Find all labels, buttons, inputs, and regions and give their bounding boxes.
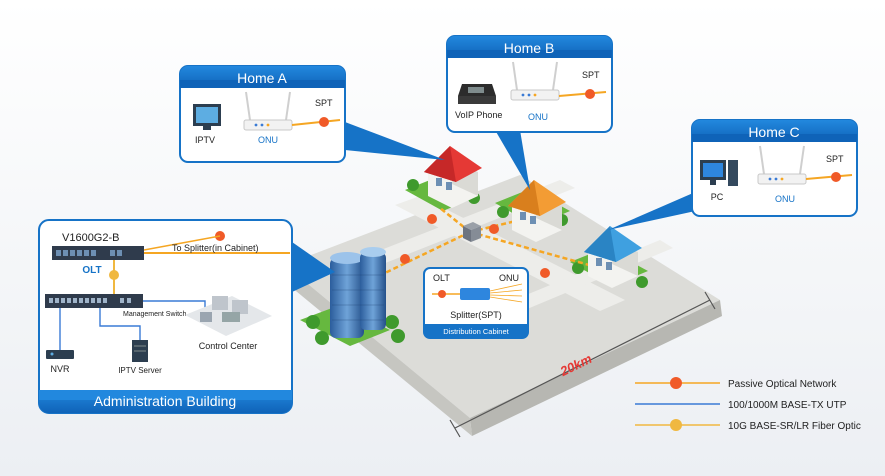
admin-title: Administration Building [94, 393, 236, 409]
server-icon [132, 340, 148, 362]
cabinet-onu: ONU [499, 273, 519, 283]
onu-router-icon [757, 145, 807, 185]
control-center-icon [185, 296, 272, 336]
ground-pon-badges [400, 214, 550, 278]
cabinet-olt: OLT [433, 273, 450, 283]
cabinet-splitter: Splitter(SPT) [450, 310, 502, 320]
home-c-device2: ONU [775, 194, 795, 204]
nvr-icon [46, 350, 74, 359]
onu-router-icon [510, 61, 560, 101]
ground-cabinet [463, 222, 481, 242]
admin-panel: Administration Building V1600G2-B OLT To… [38, 219, 293, 414]
nvr-label: NVR [50, 364, 70, 374]
home-b-title: Home B [504, 40, 555, 56]
pc-icon [700, 160, 738, 186]
home-b-device1: VoIP Phone [455, 110, 502, 120]
legend: Passive Optical Network 100/1000M BASE-T… [635, 377, 861, 432]
legend-item-pon: Passive Optical Network [635, 377, 837, 390]
switch-device-icon [45, 294, 143, 308]
legend-label-fiber: 10G BASE-SR/LR Fiber Optic [728, 421, 861, 432]
control-center-label: Control Center [199, 341, 258, 351]
legend-label-utp: 100/1000M BASE-TX UTP [728, 400, 847, 411]
home-c-device1: PC [711, 192, 724, 202]
home-c-tag: SPT [826, 154, 844, 164]
home-a-device1: IPTV [195, 135, 215, 145]
tv-icon [193, 104, 221, 130]
home-b-device2: ONU [528, 112, 548, 122]
phone-icon [458, 84, 496, 104]
olt-device-icon [52, 246, 144, 260]
home-b-tag: SPT [582, 70, 600, 80]
house-c [584, 226, 642, 288]
legend-item-utp: 100/1000M BASE-TX UTP [635, 400, 847, 411]
iptv-server-label: IPTV Server [118, 366, 162, 375]
home-b-panel: Home B VoIP Phone ONU SPT [446, 35, 613, 133]
house-b [508, 180, 566, 242]
callout-pointers [292, 122, 700, 292]
splitter-icon [460, 283, 523, 303]
trees [306, 179, 648, 345]
office-tower [330, 247, 386, 338]
home-a-tag: SPT [315, 98, 333, 108]
home-a-title: Home A [237, 70, 287, 86]
home-a-panel: Home A IPTV ONU SPT [179, 65, 346, 163]
olt-label: OLT [82, 265, 101, 276]
home-c-title: Home C [748, 124, 799, 140]
house-a [424, 146, 482, 208]
cabinet-title: Distribution Cabinet [443, 327, 509, 336]
olt-model: V1600G2-B [62, 232, 119, 244]
switch-label: Management Switch [123, 311, 187, 318]
legend-item-fiber: 10G BASE-SR/LR Fiber Optic [635, 419, 861, 432]
cabinet-panel: Distribution Cabinet OLT ONU Splitter(SP… [423, 267, 529, 339]
legend-label-pon: Passive Optical Network [728, 379, 837, 390]
splitter-link-label: To Splitter(in Cabinet) [172, 243, 259, 253]
home-a-device2: ONU [258, 135, 278, 145]
home-c-panel: Home C PC ONU SPT [691, 119, 858, 217]
